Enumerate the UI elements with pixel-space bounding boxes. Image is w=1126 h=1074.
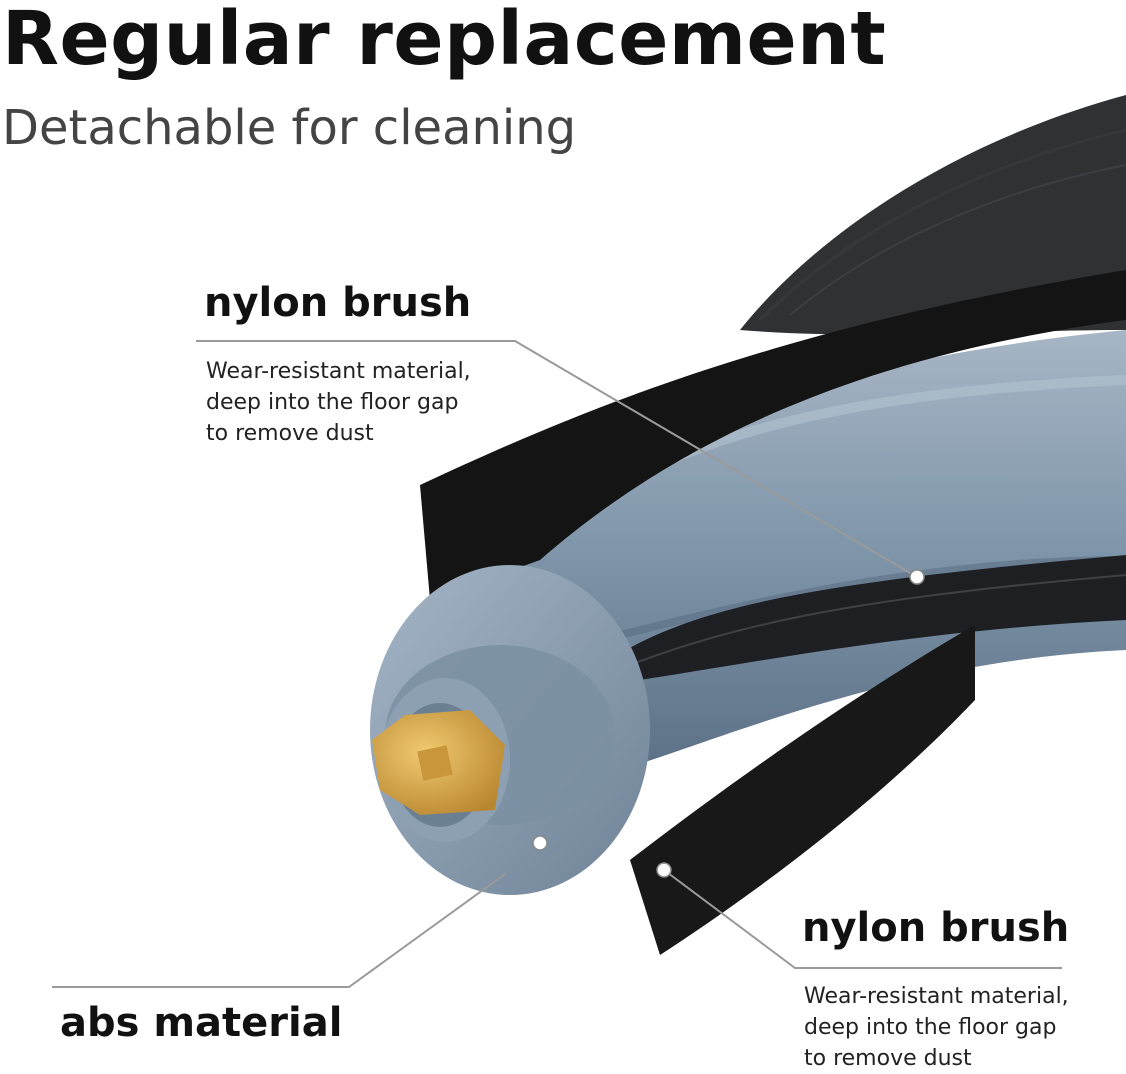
desc-line: deep into the floor gap <box>206 390 459 415</box>
marker-abs <box>532 835 548 851</box>
leader-line-abs <box>52 873 506 988</box>
leader-line-bottom <box>663 869 1062 969</box>
callout-nylon-brush-top-title: nylon brush <box>204 280 472 326</box>
upper-bristles <box>740 95 1126 335</box>
callout-nylon-brush-top-desc: Wear-resistant material, deep into the f… <box>206 356 471 449</box>
desc-line: deep into the floor gap <box>804 1015 1057 1040</box>
upper-rubber-blade <box>420 270 1126 600</box>
page-subtitle: Detachable for cleaning <box>2 100 577 156</box>
leader-line-top <box>196 340 918 578</box>
middle-bristles <box>610 555 1126 680</box>
desc-line: to remove dust <box>804 1046 972 1071</box>
desc-line: to remove dust <box>206 421 374 446</box>
marker-bottom <box>656 862 672 878</box>
callout-nylon-brush-bottom-desc: Wear-resistant material, deep into the f… <box>804 981 1069 1074</box>
page-title: Regular replacement <box>2 0 887 82</box>
desc-line: Wear-resistant material, <box>804 984 1069 1009</box>
marker-top <box>909 569 925 585</box>
lower-rubber-blade <box>630 625 975 955</box>
callout-abs-material-title: abs material <box>60 1000 343 1046</box>
desc-line: Wear-resistant material, <box>206 359 471 384</box>
callout-nylon-brush-bottom-title: nylon brush <box>802 905 1070 951</box>
